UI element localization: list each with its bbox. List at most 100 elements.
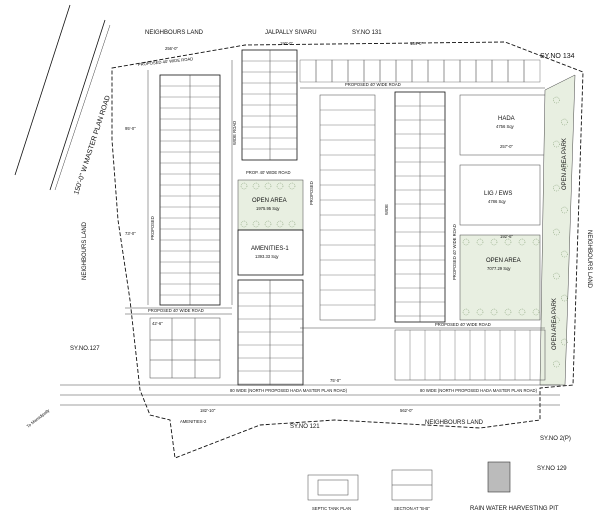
plot-cell (379, 59, 397, 83)
open-area-park-1: OPEN AREA PARK (562, 138, 568, 190)
tree-symbol (490, 308, 498, 316)
tree-symbol (476, 238, 484, 246)
master-plan-road (14, 4, 111, 191)
detail-rain-water-pit: RAIN WATER HARVESTING PIT (470, 506, 559, 512)
tree-symbol (553, 360, 560, 368)
dim-top-3: 134'-0" (410, 41, 424, 46)
tree-symbol (490, 238, 498, 246)
label-neighbours-land-bottom: NEIGHBOURS LAND (425, 420, 484, 426)
tree-symbol (553, 184, 560, 192)
site-boundary (111, 41, 584, 459)
label-sy-no-121: SY.NO 121 (290, 424, 320, 430)
road-prop-40-small: PROP. 40' WIDE ROAD (246, 170, 290, 175)
open-area-park-strip (539, 74, 576, 386)
road-prop-40-right: PROPOSED 40' WIDE ROAD (452, 224, 457, 280)
tree-symbol (276, 220, 284, 228)
dim-bottom-1: 562'-0" (400, 408, 414, 413)
amenities-1-title: AMENITIES-1 (251, 246, 289, 252)
tree-symbol (264, 220, 272, 228)
label-sy-no-2p: SY.NO 2(P) (540, 436, 571, 442)
tree-symbol (561, 206, 568, 214)
tree-symbol (288, 220, 296, 228)
tree-symbol (553, 140, 560, 148)
dim-mid-1: 75'-0" (330, 378, 341, 383)
tree-symbol (504, 308, 512, 316)
open-area-2-size: 7077.29 Sqy (487, 266, 511, 271)
road-master-plan-left: 80 WIDE (NORTH PROPOSED HADA MASTER PLAN… (230, 388, 348, 393)
plot-cell (315, 59, 333, 83)
tree-symbol (532, 308, 540, 316)
road-prop-40-bottom-right: PROPOSED 40' WIDE ROAD (435, 322, 491, 327)
open-area-2-title: OPEN AREA (486, 258, 521, 264)
top-strip-plots (299, 59, 541, 83)
label-sy-no-129: SY.NO 129 (537, 466, 567, 472)
amenities-1 (237, 229, 304, 276)
road-vertical-1: PROPOSED (150, 216, 155, 240)
road-prop-40-top: PROPOSED 40' WIDE ROAD (138, 56, 194, 67)
tree-symbol (553, 228, 560, 236)
tree-symbol (276, 182, 284, 190)
road-prop-40-mid: PROPOSED 40' WIDE ROAD (345, 82, 401, 87)
plot-cell (299, 59, 317, 83)
hada-title: HADA (498, 116, 515, 122)
road-master-plan-right: 80 WIDE (NORTH PROPOSED HADA MASTER PLAN… (420, 388, 538, 393)
open-area-1-title: OPEN AREA (252, 198, 287, 204)
tree-symbol (561, 294, 568, 302)
road-vertical-4: WIDE ROAD (232, 121, 237, 145)
label-neighbours-land-right: NEIGHBOURS LAND (586, 230, 592, 289)
plot-cell (507, 59, 525, 83)
tree-symbol (252, 220, 260, 228)
center-right-block (319, 94, 376, 321)
detail-septic-tank-plan: SEPTIC TANK PLAN (312, 506, 351, 511)
label-to-mamidipally: To Mamidipally (26, 407, 52, 429)
plot-cell (459, 59, 477, 83)
tree-symbol (518, 238, 526, 246)
open-area-2 (459, 234, 541, 321)
road-vertical-2: PROPOSED (309, 181, 314, 205)
tree-symbol (240, 220, 248, 228)
tree-symbol (264, 182, 272, 190)
plot-cell (475, 59, 493, 83)
label-sy-no-131: SY.NO 131 (352, 30, 382, 36)
label-neighbours-land-top: NEIGHBOURS LAND (145, 30, 204, 36)
road-prop-40-lower: PROPOSED 40' WIDE ROAD (148, 308, 204, 313)
center-lower-block (237, 279, 304, 386)
tree-symbol (476, 308, 484, 316)
plot-cell (347, 59, 365, 83)
plot-cell (395, 59, 413, 83)
label-sy-no-134: SY.NO 134 (540, 53, 575, 60)
amenities-2: AMENITIES-2 (180, 419, 207, 424)
top-plot-block (241, 49, 298, 161)
plot-cell (491, 59, 509, 83)
right-mid-block (394, 91, 446, 323)
tree-symbol (561, 338, 568, 346)
tree-symbol (561, 250, 568, 258)
septic-tank-plan-graphic (307, 474, 359, 501)
open-area-1-size: 1975.95 Sqy (256, 206, 280, 211)
dim-left-2: 73'-0" (125, 231, 136, 236)
road-vertical-3: WIDE (384, 204, 389, 215)
tree-symbol (553, 96, 560, 104)
tree-symbol (553, 272, 560, 280)
plot-cell (363, 59, 381, 83)
open-area-park-2: OPEN AREA PARK (552, 298, 558, 350)
tree-symbol (240, 182, 248, 190)
plot-cell (427, 59, 445, 83)
tree-symbol (532, 238, 540, 246)
dim-bottom-2: 182'-10" (200, 408, 216, 413)
tree-symbol (504, 238, 512, 246)
lig-block (459, 164, 541, 226)
tree-symbol (561, 162, 568, 170)
lig-title: LIG / EWS (484, 191, 512, 197)
label-sy-no-127: SY.NO.127 (70, 346, 100, 352)
label-master-plan-road: 150'-0" W MASTER PLAN ROAD (73, 95, 112, 196)
dim-top-1: 256'-0" (165, 46, 179, 51)
plot-cell (411, 59, 429, 83)
plot-cell (331, 59, 349, 83)
bottom-plot-row (394, 329, 546, 381)
plot-cell (443, 59, 461, 83)
dim-right-1: 257'-0" (500, 144, 514, 149)
tree-symbol (462, 238, 470, 246)
tree-symbol (553, 316, 560, 324)
